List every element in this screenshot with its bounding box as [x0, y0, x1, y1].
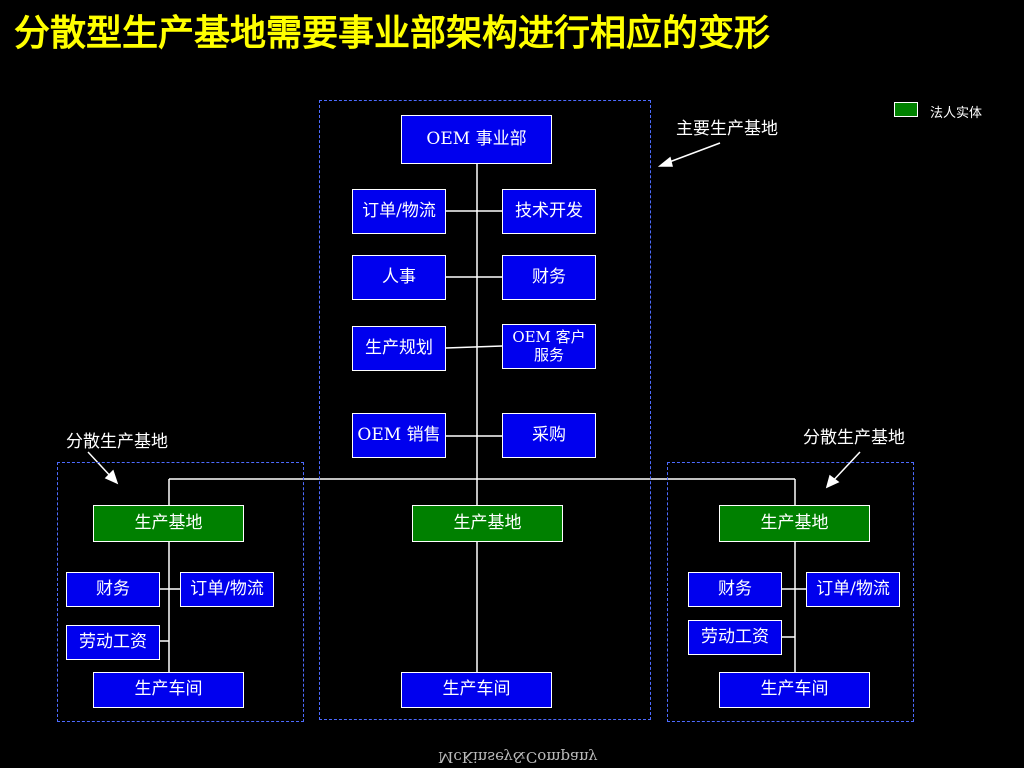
- right-labor-wage-box: 劳动工资: [688, 620, 782, 655]
- left-workshop-box: 生产车间: [93, 672, 244, 708]
- right-production-base-box: 生产基地: [719, 505, 870, 542]
- center-finance-box: 财务: [502, 255, 596, 300]
- center-oem-customer-service-box: OEM 客户 服务: [502, 324, 596, 369]
- legend-legal-entity-label: 法人实体: [930, 106, 983, 121]
- main-base-region: [319, 100, 651, 720]
- right-order-logistics-box: 订单/物流: [806, 572, 900, 607]
- dispersed-base-label-left: 分散生产基地: [66, 432, 168, 452]
- center-oem-sales-box: OEM 销售: [352, 413, 446, 458]
- left-labor-wage-box: 劳动工资: [66, 625, 160, 660]
- right-base-arrow: [829, 451, 861, 485]
- oem-division-box: OEM 事业部: [401, 115, 552, 164]
- dispersed-base-label-right: 分散生产基地: [803, 428, 905, 448]
- legend-legal-entity-swatch: [894, 102, 918, 117]
- footer-brand: McKinsey&Company: [438, 748, 598, 766]
- right-base-region: [667, 462, 914, 722]
- left-base-region: [57, 462, 304, 722]
- center-procurement-box: 采购: [502, 413, 596, 458]
- left-production-base-box: 生产基地: [93, 505, 244, 542]
- center-tech-dev-box: 技术开发: [502, 189, 596, 234]
- center-production-planning-box: 生产规划: [352, 326, 446, 371]
- page-title: 分散型生产基地需要事业部架构进行相应的变形: [14, 13, 771, 54]
- right-workshop-box: 生产车间: [719, 672, 870, 708]
- left-order-logistics-box: 订单/物流: [180, 572, 274, 607]
- right-finance-box: 财务: [688, 572, 782, 607]
- main-base-label: 主要生产基地: [676, 119, 778, 139]
- center-workshop-box: 生产车间: [401, 672, 552, 708]
- main-base-arrow: [663, 142, 721, 165]
- center-production-base-box: 生产基地: [412, 505, 563, 542]
- center-order-logistics-box: 订单/物流: [352, 189, 446, 234]
- center-hr-box: 人事: [352, 255, 446, 300]
- left-finance-box: 财务: [66, 572, 160, 607]
